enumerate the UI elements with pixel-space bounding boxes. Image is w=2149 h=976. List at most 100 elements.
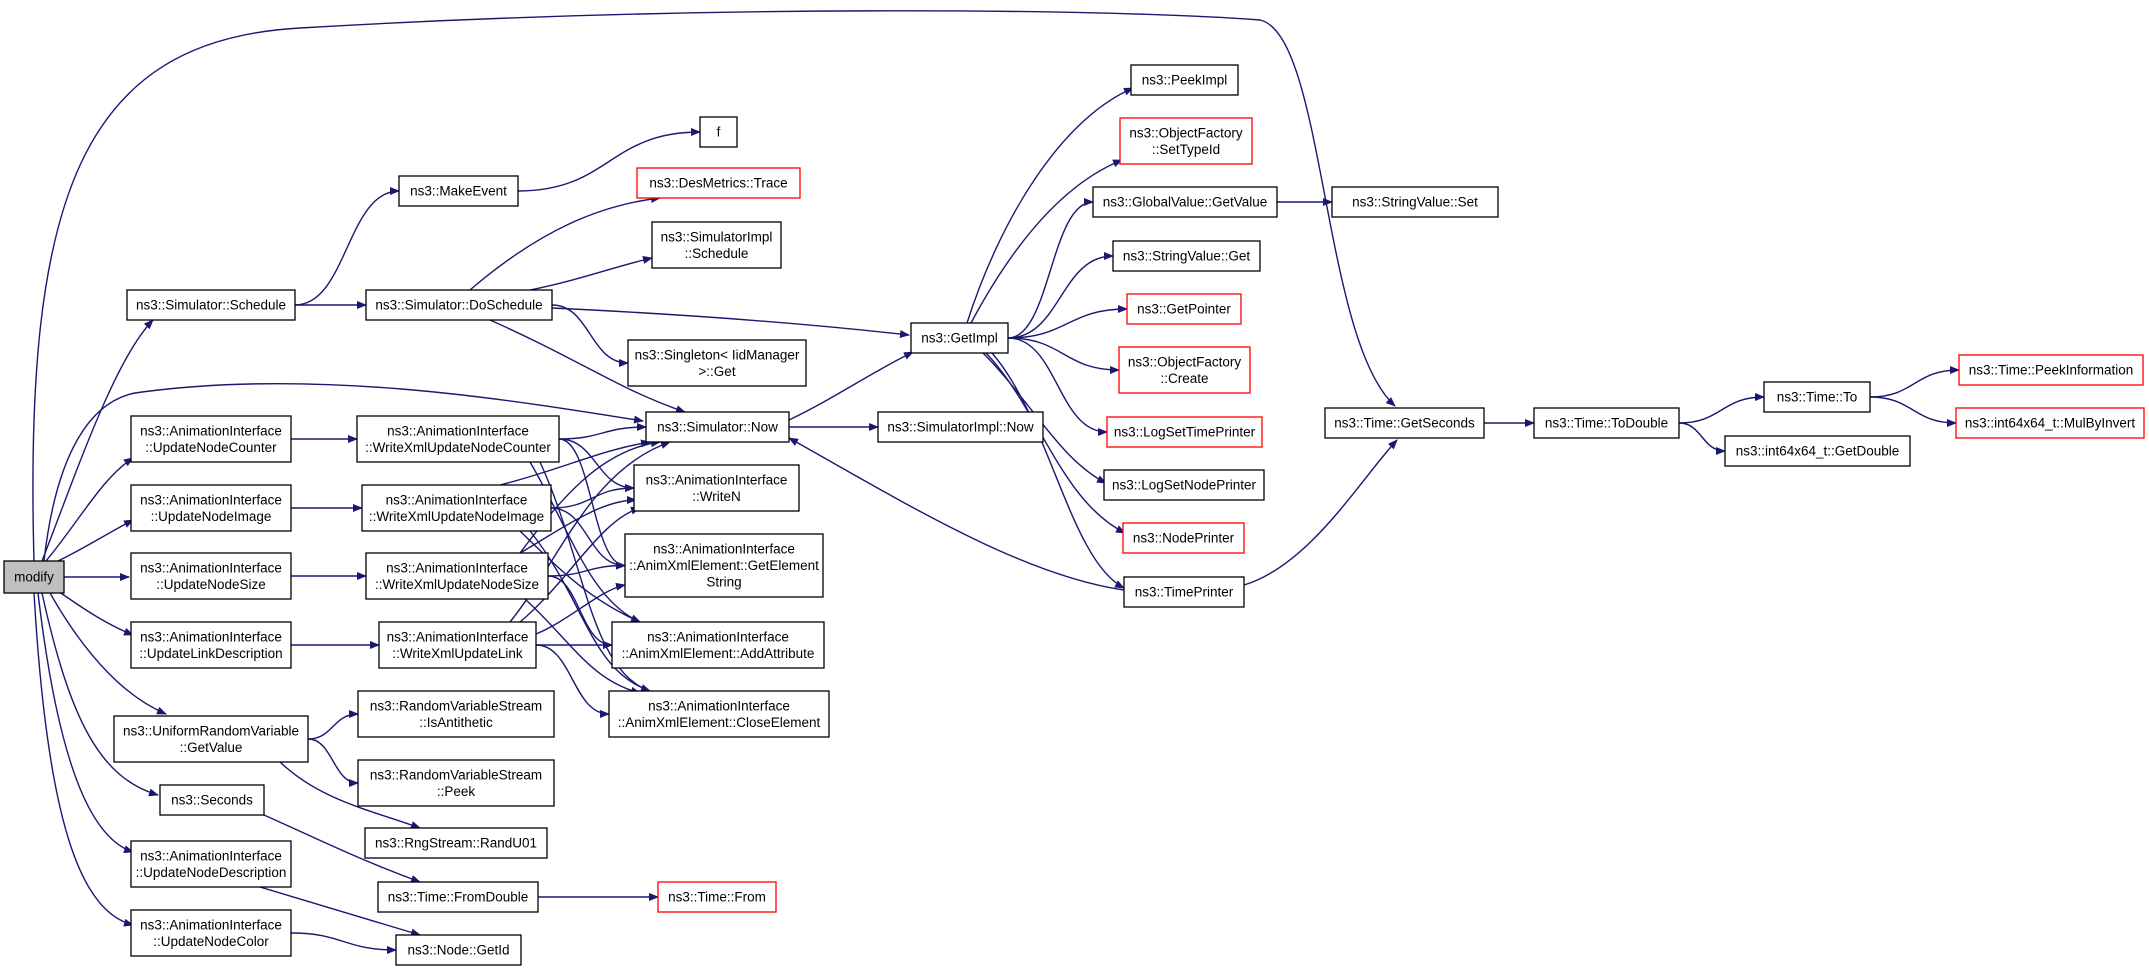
node-upddesc[interactable]: ns3::AnimationInterface::UpdateNodeDescr… (130, 840, 292, 888)
node-wxnodeimage[interactable]: ns3::AnimationInterface::WriteXmlUpdateN… (361, 484, 552, 532)
node-label: ns3::Simulator::Schedule (136, 298, 286, 313)
node-singleton[interactable]: ns3::Singleton< IidManager>::Get (627, 339, 807, 387)
node-getpointer[interactable]: ns3::GetPointer (1126, 293, 1242, 325)
node-getimpl[interactable]: ns3::GetImpl (910, 322, 1009, 354)
edge-modify-to-updnodecounter (45, 457, 134, 562)
node-simimplnow[interactable]: ns3::SimulatorImpl::Now (877, 411, 1044, 443)
node-mulbyinvert[interactable]: ns3::int64x64_t::MulByInvert (1955, 407, 2145, 439)
node-label: ns3::AnimationInterface (646, 472, 788, 487)
node-doschedule[interactable]: ns3::Simulator::DoSchedule (365, 289, 553, 321)
node-label: ::UpdateNodeDescription (136, 865, 287, 880)
node-box (398, 175, 519, 207)
node-getelement[interactable]: ns3::AnimationInterface::AnimXmlElement:… (624, 533, 824, 598)
node-isantithetic[interactable]: ns3::RandomVariableStream::IsAntithetic (357, 690, 555, 738)
node-stringvalueset[interactable]: ns3::StringValue::Set (1331, 186, 1499, 218)
node-logsetnode[interactable]: ns3::LogSetNodePrinter (1103, 469, 1265, 501)
node-box (608, 690, 830, 738)
node-writen[interactable]: ns3::AnimationInterface::WriteN (633, 464, 800, 512)
node-schedule[interactable]: ns3::Simulator::Schedule (126, 289, 296, 321)
node-wxlink[interactable]: ns3::AnimationInterface::WriteXmlUpdateL… (378, 621, 537, 669)
edge-upddesc-to-getid (259, 886, 421, 937)
node-nodeprinter[interactable]: ns3::NodePrinter (1122, 522, 1245, 554)
edge-wxnodeimage-to-simnow (499, 439, 651, 486)
node-wxnodecounter[interactable]: ns3::AnimationInterface::WriteXmlUpdateN… (356, 415, 560, 463)
node-box (3, 560, 65, 594)
node-wxnodesize[interactable]: ns3::AnimationInterface::WriteXmlUpdateN… (365, 552, 549, 600)
node-label: ns3::Time::GetSeconds (1334, 416, 1475, 431)
node-label: ns3::PeekImpl (1142, 73, 1228, 88)
node-label: ns3::AnimationInterface (140, 492, 282, 507)
edge-urvgetvalue-to-peek (307, 738, 359, 787)
node-label: ns3::Time::FromDouble (388, 890, 529, 905)
node-box (1130, 64, 1239, 96)
node-box (636, 167, 801, 199)
node-updcolor[interactable]: ns3::AnimationInterface::UpdateNodeColor (130, 909, 292, 957)
node-getid[interactable]: ns3::Node::GetId (395, 934, 522, 966)
node-label: ::SetTypeId (1152, 142, 1220, 157)
node-randu01[interactable]: ns3::RngStream::RandU01 (364, 827, 548, 859)
node-modify[interactable]: modify (3, 560, 65, 594)
node-urvgetvalue[interactable]: ns3::UniformRandomVariable::GetValue (113, 715, 309, 763)
node-box (130, 909, 292, 957)
node-label: modify (14, 570, 54, 585)
node-label: ns3::AnimationInterface (387, 629, 529, 644)
node-label: ns3::GlobalValue::GetValue (1103, 195, 1268, 210)
node-box (159, 784, 265, 816)
node-peek[interactable]: ns3::RandomVariableStream::Peek (357, 759, 555, 807)
edge-wxnodecounter-to-writen (558, 438, 635, 492)
node-settypeid[interactable]: ns3::ObjectFactory::SetTypeId (1119, 117, 1253, 165)
node-box (1763, 381, 1871, 413)
edge-wxnodesize-to-getelement (547, 561, 626, 577)
node-label: ::UpdateLinkDescription (139, 646, 282, 661)
node-label: ns3::MakeEvent (410, 184, 507, 199)
edge-getimpl-to-getpointer (1007, 305, 1128, 339)
node-label: ::AnimXmlElement::GetElement (629, 558, 819, 573)
node-logsettime[interactable]: ns3::LogSetTimePrinter (1106, 416, 1263, 448)
node-label: ns3::ObjectFactory (1129, 125, 1243, 140)
node-label: ns3::Time::From (668, 890, 766, 905)
node-timeto[interactable]: ns3::Time::To (1763, 381, 1871, 413)
node-create[interactable]: ns3::ObjectFactory::Create (1118, 346, 1251, 394)
node-label: ns3::GetPointer (1137, 302, 1231, 317)
node-desmetrics[interactable]: ns3::DesMetrics::Trace (636, 167, 801, 199)
node-peekimpl[interactable]: ns3::PeekImpl (1130, 64, 1239, 96)
node-getseconds[interactable]: ns3::Time::GetSeconds (1324, 407, 1485, 439)
node-label: ns3::LogSetNodePrinter (1112, 478, 1257, 493)
edge-wxnodesize-to-closeelem (524, 598, 641, 695)
node-simnow[interactable]: ns3::Simulator::Now (645, 411, 790, 443)
node-label: ns3::TimePrinter (1135, 585, 1234, 600)
node-stringvalueget[interactable]: ns3::StringValue::Get (1112, 240, 1261, 272)
node-updnodesize[interactable]: ns3::AnimationInterface::UpdateNodeSize (130, 552, 292, 600)
node-label: ns3::Singleton< IidManager (635, 347, 800, 362)
node-box (1123, 576, 1245, 608)
edge-wxnodecounter-to-simnow (558, 423, 647, 440)
node-closeelem[interactable]: ns3::AnimationInterface::AnimXmlElement:… (608, 690, 830, 738)
node-box (130, 415, 292, 463)
node-timeprinter[interactable]: ns3::TimePrinter (1123, 576, 1245, 608)
edge-doschedule-to-desmetrics (469, 195, 661, 291)
edge-wxnodeimage-to-addattr (519, 530, 641, 623)
node-updnodeimage[interactable]: ns3::AnimationInterface::UpdateNodeImage (130, 484, 292, 532)
node-updnodecounter[interactable]: ns3::AnimationInterface::UpdateNodeCount… (130, 415, 292, 463)
node-timefrom[interactable]: ns3::Time::From (657, 881, 777, 913)
node-globalvalue[interactable]: ns3::GlobalValue::GetValue (1092, 186, 1278, 218)
node-getdouble[interactable]: ns3::int64x64_t::GetDouble (1724, 435, 1911, 467)
node-makeevent[interactable]: ns3::MakeEvent (398, 175, 519, 207)
node-box (365, 552, 549, 600)
node-label: ns3::AnimationInterface (140, 560, 282, 575)
node-updlinkdesc[interactable]: ns3::AnimationInterface::UpdateLinkDescr… (130, 621, 292, 669)
node-label: ns3::Time::To (1777, 390, 1858, 405)
node-simimplschedule[interactable]: ns3::SimulatorImpl::Schedule (651, 221, 782, 269)
node-label: ns3::AnimationInterface (653, 542, 795, 557)
edge-getimpl-to-logsettime (1007, 337, 1108, 436)
node-box (611, 621, 825, 669)
node-f[interactable]: f (699, 116, 738, 148)
node-todouble[interactable]: ns3::Time::ToDouble (1533, 407, 1680, 439)
node-addattr[interactable]: ns3::AnimationInterface::AnimXmlElement:… (611, 621, 825, 669)
node-label: ns3::AnimationInterface (386, 560, 528, 575)
edge-getimpl-to-peekimpl (966, 87, 1134, 324)
edge-seconds-to-fromdouble (263, 814, 421, 883)
node-fromdouble[interactable]: ns3::Time::FromDouble (377, 881, 539, 913)
node-seconds[interactable]: ns3::Seconds (159, 784, 265, 816)
node-peekinfo[interactable]: ns3::Time::PeekInformation (1958, 354, 2144, 386)
